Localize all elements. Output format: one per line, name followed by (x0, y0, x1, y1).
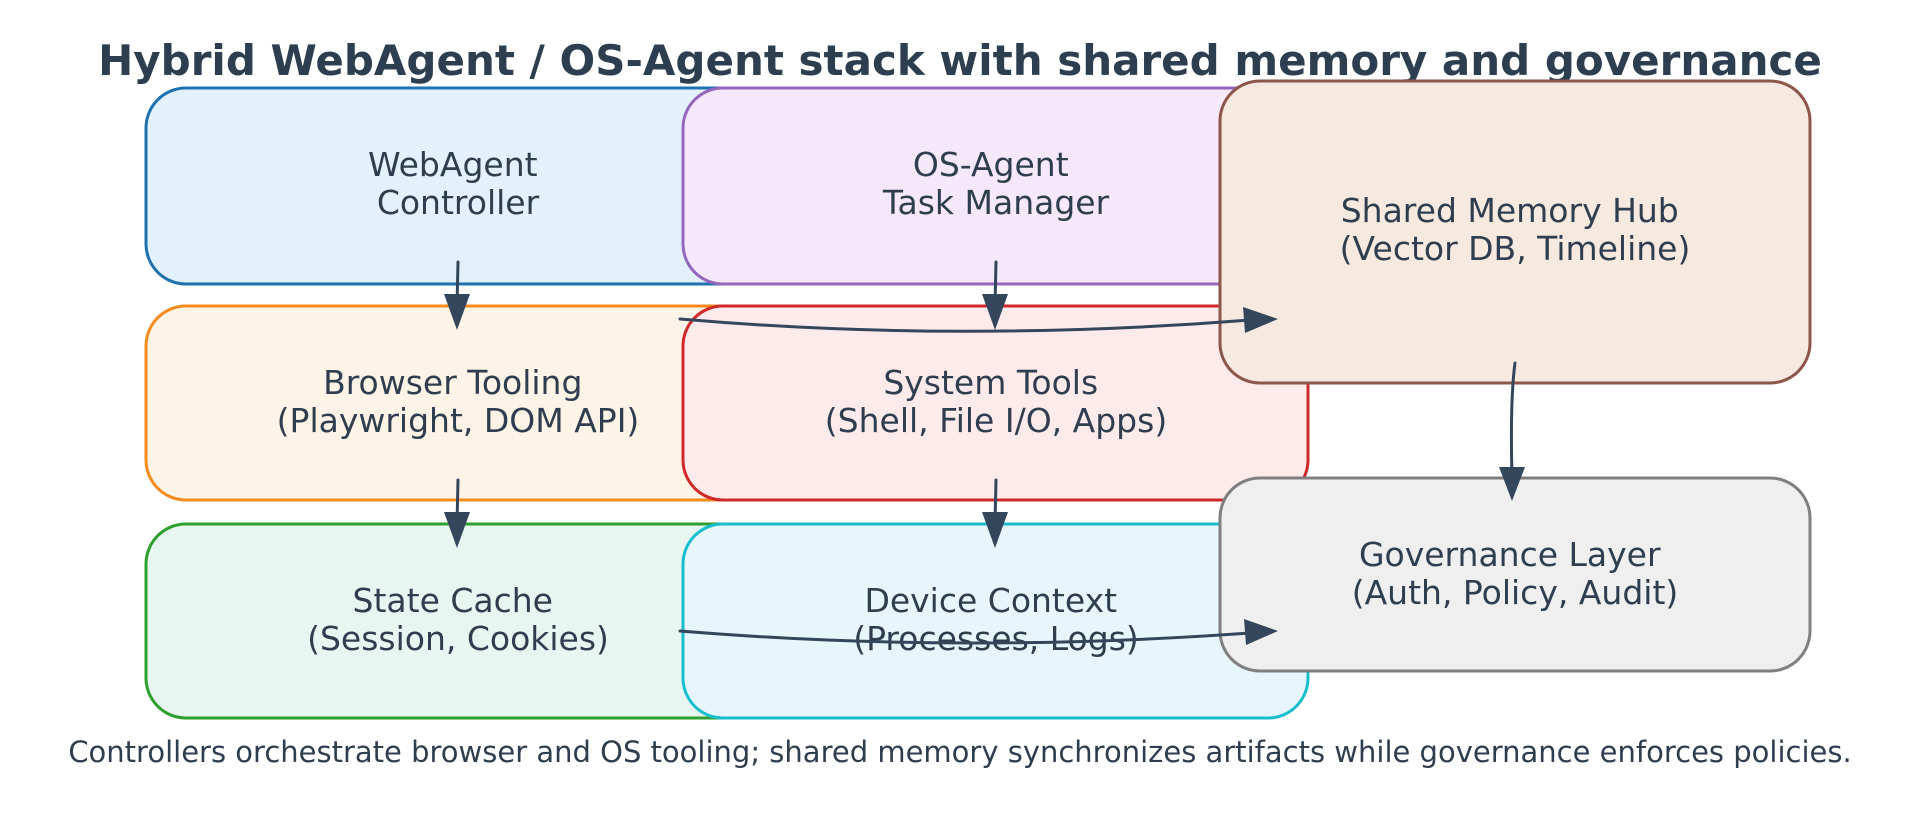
node-state-cache: State Cache (Session, Cookies) (144, 522, 772, 720)
arrowhead (444, 294, 470, 330)
diagram-caption: Controllers orchestrate browser and OS t… (68, 735, 1851, 769)
arrowhead (982, 294, 1008, 330)
edge-state-cache-to-governance-layer (678, 619, 1278, 645)
edge-system-tools-to-device-context (982, 478, 1008, 548)
node-label-line-2: (Session, Cookies) (307, 619, 609, 658)
node-label-line-1: OS-Agent (913, 145, 1069, 184)
node-label-line-2: Task Manager (882, 183, 1110, 222)
edge-task-manager-to-system-tools (982, 260, 1008, 330)
node-label-line-1: WebAgent (368, 145, 538, 184)
node-label: Shared Memory Hub (Vector DB, Timeline) (1340, 191, 1691, 268)
arrowhead (982, 512, 1008, 548)
node-label-line-1: System Tools (883, 363, 1098, 402)
arrowhead (1244, 619, 1278, 645)
edge-line (678, 629, 1252, 645)
node-label-line-1: Device Context (864, 581, 1117, 620)
edge-browser-tooling-to-state-cache (444, 478, 470, 548)
node-box (1218, 79, 1812, 385)
edge-line (1509, 361, 1517, 480)
node-label-line-2: (Playwright, DOM API) (277, 401, 640, 440)
arrowhead (444, 512, 470, 548)
node-label-line-2: (Auth, Policy, Audit) (1352, 573, 1679, 612)
node-label: Browser Tooling (Playwright, DOM API) (277, 363, 640, 440)
edge-line (678, 317, 1252, 333)
node-label-line-2: (Shell, File I/O, Apps) (825, 401, 1167, 440)
edge-browser-tooling-to-shared-memory-hub (678, 307, 1278, 333)
node-webagent-controller: WebAgent Controller (144, 86, 772, 286)
node-label: State Cache (Session, Cookies) (307, 581, 609, 658)
node-label-line-1: Browser Tooling (323, 363, 582, 402)
node-label-line-1: Shared Memory Hub (1341, 191, 1679, 230)
node-label: System Tools (Shell, File I/O, Apps) (825, 363, 1167, 440)
node-label-line-2: (Vector DB, Timeline) (1340, 229, 1691, 268)
node-label-line-1: Governance Layer (1359, 535, 1661, 574)
diagram-title: Hybrid WebAgent / OS-Agent stack with sh… (98, 36, 1822, 85)
node-system-tools: System Tools (Shell, File I/O, Apps) (681, 304, 1310, 502)
edge-controller-to-browser-tooling (444, 260, 470, 330)
node-shared-memory-hub: Shared Memory Hub (Vector DB, Timeline) (1218, 79, 1812, 385)
edge-shared-memory-hub-to-governance-layer (1499, 361, 1525, 501)
arrowhead (1243, 307, 1278, 333)
arrowhead (1499, 467, 1525, 501)
node-label: Governance Layer (Auth, Policy, Audit) (1352, 535, 1679, 612)
node-label: OS-Agent Task Manager (882, 145, 1110, 222)
node-label: WebAgent Controller (368, 145, 548, 222)
node-label-line-1: State Cache (353, 581, 553, 620)
node-device-context: Device Context (Processes, Logs) (681, 522, 1310, 720)
node-browser-tooling: Browser Tooling (Playwright, DOM API) (144, 304, 772, 502)
node-label: Device Context (Processes, Logs) (853, 581, 1139, 658)
node-governance-layer: Governance Layer (Auth, Policy, Audit) (1218, 476, 1812, 673)
node-label-line-2: Controller (377, 183, 540, 222)
node-os-agent-task-manager: OS-Agent Task Manager (681, 86, 1310, 286)
node-label-line-2: (Processes, Logs) (853, 619, 1139, 658)
